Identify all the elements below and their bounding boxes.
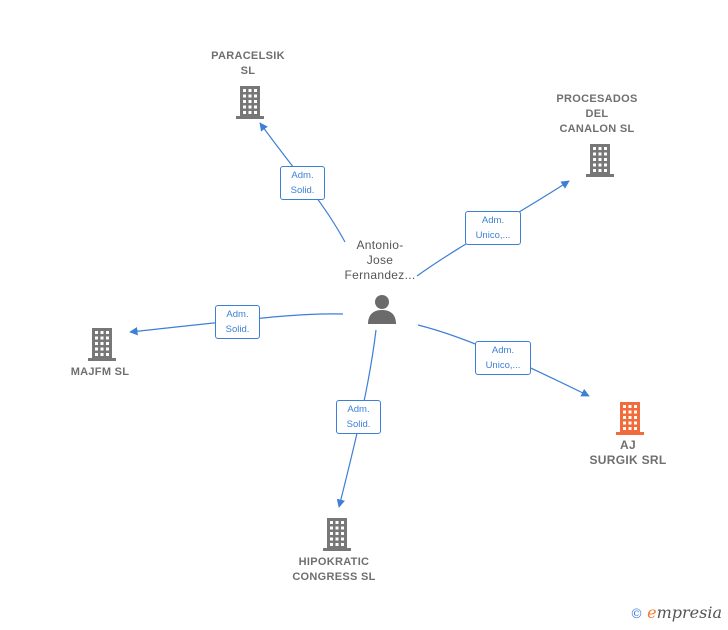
building-icon[interactable] — [614, 400, 646, 441]
person-icon[interactable] — [366, 293, 398, 325]
building-icon[interactable] — [321, 516, 353, 557]
edge-label-paracelsik[interactable]: Adm.Solid. — [280, 166, 325, 200]
building-icon[interactable] — [584, 142, 616, 183]
edge-label-hipokratic[interactable]: Adm.Solid. — [336, 400, 381, 434]
brand-logo: © empresia — [630, 603, 722, 622]
brand-name: empresia — [647, 603, 722, 622]
company-label-majfm[interactable]: MAJFM SL — [70, 366, 130, 378]
copyright-symbol: © — [629, 607, 643, 622]
edge-label-majfm[interactable]: Adm.Solid. — [215, 305, 260, 339]
person-name-label[interactable]: Antonio- Jose Fernandez... — [344, 238, 416, 282]
building-icon[interactable] — [234, 84, 266, 125]
company-label-procesados[interactable]: PROCESADOS DEL CANALON SL — [556, 93, 638, 135]
building-icon[interactable] — [86, 326, 118, 367]
company-label-paracelsik[interactable]: PARACELSIK SL — [211, 50, 285, 77]
edge-label-procesados[interactable]: Adm.Unico,... — [465, 211, 521, 245]
edge-majfm — [129, 313, 344, 336]
company-label-hipokratic[interactable]: HIPOKRATIC CONGRESS SL — [292, 556, 376, 583]
edge-label-ajsurgik[interactable]: Adm.Unico,... — [475, 341, 531, 375]
company-label-ajsurgik[interactable]: AJ SURGIK SRL — [589, 438, 667, 467]
